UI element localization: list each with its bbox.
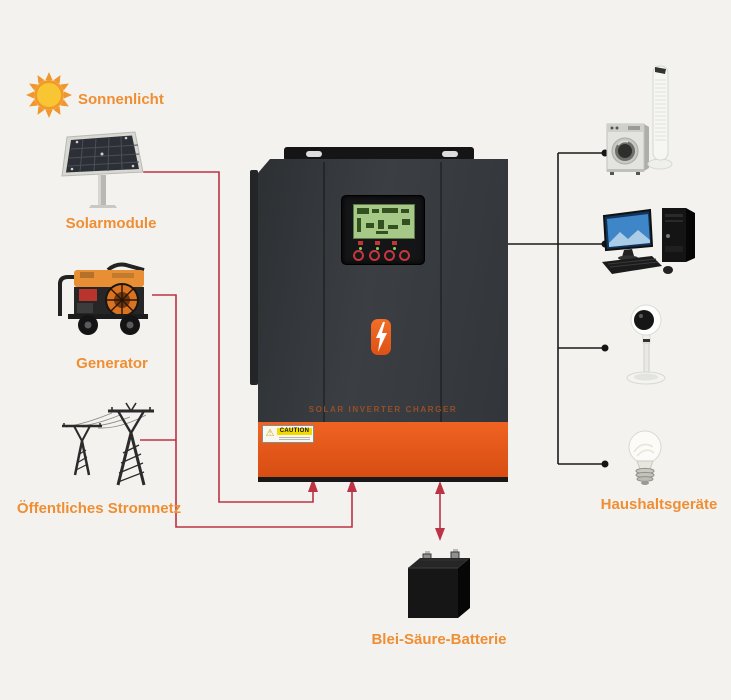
panel-seam [440,162,442,476]
bracket-slot [442,151,458,157]
tower-fan-icon [647,65,673,170]
lcd-display-panel [341,195,425,265]
inverter-button [369,250,380,261]
status-led [356,241,364,250]
inverter-side-flange [250,170,258,385]
household-appliances-label: Haushaltsgeräte [600,496,718,513]
generator-label: Generator [76,355,148,372]
camera-icon [626,304,666,385]
solar-modules-label: Solarmodule [65,215,157,232]
light-bulb-icon [628,430,662,485]
panel-seam [323,162,325,476]
lightning-icon [371,319,391,355]
lcd-screen [353,204,415,239]
washing-machine-icon [606,123,649,175]
sun-icon [26,72,72,118]
warning-triangle-icon: ⚠ [265,428,275,439]
inverter-button [399,250,410,261]
bracket-slot [306,151,322,157]
mounting-bracket [284,147,474,161]
battery-label: Blei-Säure-Batterie [371,631,507,648]
battery-icon [408,549,470,618]
status-led [390,241,398,250]
caution-label: ⚠ CAUTION [262,425,314,443]
inverter-brand-text: SOLAR INVERTER CHARGER [308,405,458,414]
inverter-bottom-edge [258,477,508,482]
caution-text: CAUTION [277,428,312,435]
desktop-computer-icon [602,208,695,274]
inverter-button [353,250,364,261]
power-grid-icon [62,402,154,486]
sunlight-label: Sonnenlicht [78,91,164,108]
solar-panel-icon [61,131,144,208]
inverter-button [384,250,395,261]
status-led [373,241,381,250]
generator-icon [58,262,148,335]
public-grid-label: Öffentliches Stromnetz [16,500,182,517]
